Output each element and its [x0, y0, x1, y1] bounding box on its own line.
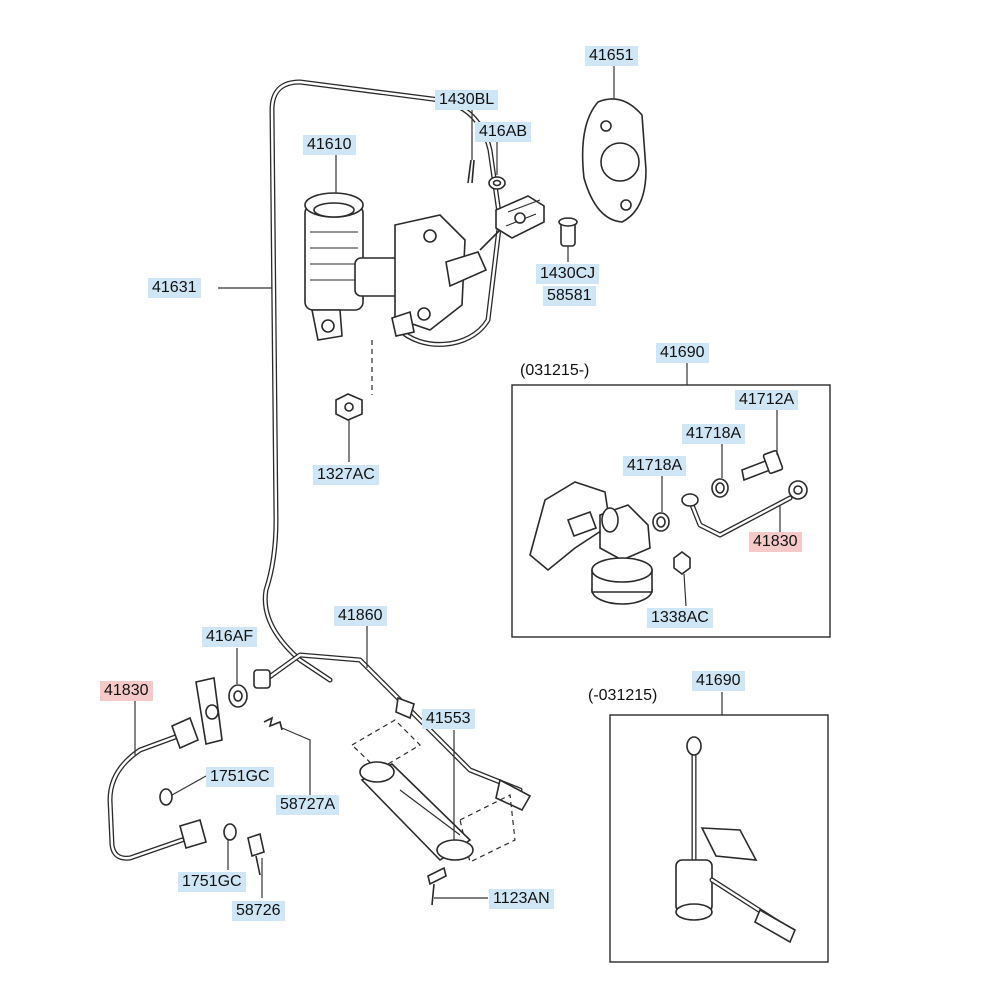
box-031215-new: [511, 384, 831, 638]
label-1430CJ: 1430CJ: [536, 264, 600, 284]
label-1751GC-lower: 1751GC: [178, 872, 246, 892]
leader-lines: [134, 66, 781, 899]
hose-41830-right: [681, 480, 808, 538]
clutch-pipe-41860: [253, 652, 532, 812]
label-41690-top: 41690: [656, 343, 709, 363]
label-58727A: 58727A: [276, 795, 340, 815]
washer-416AB: [488, 176, 506, 190]
clevis-yoke: [479, 195, 545, 251]
washers-41718A: [652, 478, 729, 532]
label-58581: 58581: [543, 286, 596, 306]
label-416AF: 416AF: [202, 627, 258, 647]
label-41651: 41651: [585, 46, 638, 66]
label-416AB: 416AB: [475, 122, 532, 142]
gasket-41651: [581, 98, 647, 223]
clutch-pipe-41631: [262, 79, 503, 683]
label-range-031215-new: (031215-): [520, 362, 590, 379]
label-1123AN: 1123AN: [489, 889, 554, 909]
split-pin-1430BL: [467, 159, 475, 184]
master-cylinder-41610: [304, 192, 488, 341]
label-41631: 41631: [148, 278, 201, 298]
concentric-slave-cylinder-old: [675, 736, 797, 944]
label-41718A-lower: 41718A: [623, 456, 687, 476]
label-41830-right: 41830: [749, 532, 802, 552]
clevis-pin-1430CJ: [558, 217, 578, 247]
nut-1327AC: [335, 340, 373, 421]
bolt-41712A: [741, 449, 784, 482]
label-41690-bottom: 41690: [692, 671, 745, 691]
clip-58727A: [263, 716, 283, 731]
label-41712A: 41712A: [735, 390, 799, 410]
bracket-416AF: [195, 677, 248, 745]
label-range-031215-old: (-031215): [588, 687, 658, 704]
label-41610: 41610: [303, 135, 356, 155]
label-41553: 41553: [422, 709, 475, 729]
label-41830-left: 41830: [100, 681, 153, 701]
label-1430BL: 1430BL: [435, 90, 499, 110]
box-031215-old: [609, 714, 829, 963]
clutch-hose-41830-left: [107, 716, 265, 876]
concentric-slave-cylinder-new: [529, 481, 653, 605]
nut-1338AC: [673, 551, 691, 575]
label-1327AC: 1327AC: [313, 465, 379, 485]
label-41718A-upper: 41718A: [682, 424, 746, 444]
label-1338AC: 1338AC: [647, 608, 713, 628]
release-cylinder-41553: [351, 719, 516, 906]
label-41860: 41860: [334, 606, 387, 626]
label-1751GC-upper: 1751GC: [206, 767, 274, 787]
label-58726: 58726: [232, 901, 285, 921]
